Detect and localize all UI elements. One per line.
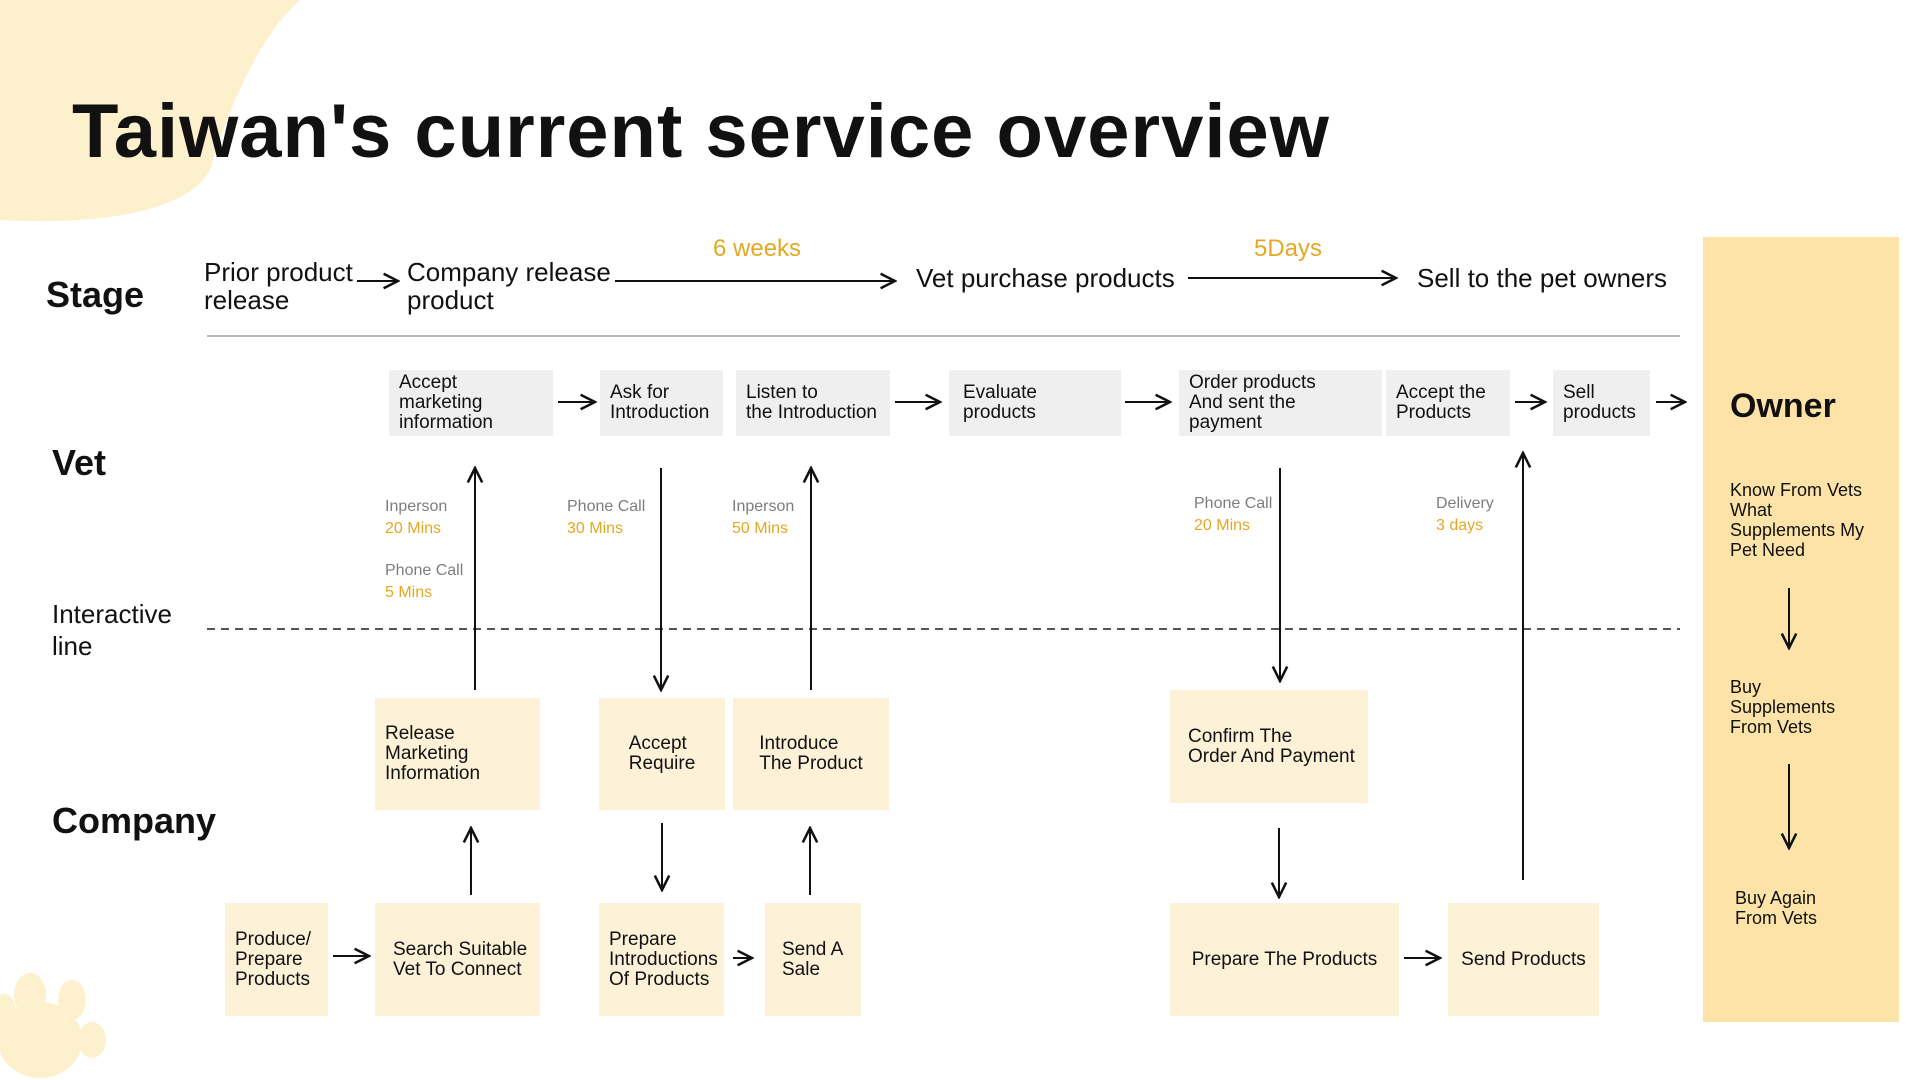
company-step-box: Send A Sale [765, 903, 861, 1016]
stage-vet-purchase: Vet purchase products [916, 263, 1175, 293]
company-step-box: Introduce The Product [733, 698, 889, 810]
vet-step-box: Accept marketing information [389, 370, 553, 436]
lane-label-stage: Stage [46, 274, 145, 315]
stage-company-release: Company release product [407, 257, 611, 315]
vet-step-box: Evaluate products [949, 370, 1121, 436]
owner-step: Buy Supplements From Vets [1730, 677, 1836, 737]
lane-label-vet: Vet [52, 442, 107, 483]
owner-panel [1703, 237, 1899, 1022]
company-step-box: Accept Require [599, 698, 725, 810]
company-step-box: Release Marketing Information [375, 698, 540, 810]
page-title: Taiwan's current service overview [72, 89, 1330, 174]
company-step-box: Prepare The Products [1170, 903, 1399, 1016]
owner-title: Owner [1730, 387, 1836, 425]
paw-print-icon [0, 973, 106, 1078]
vet-step-box: Accept the Products [1386, 370, 1510, 436]
owner-step: Know From Vets What Supplements My Pet N… [1730, 480, 1865, 560]
owner-step: Buy Again From Vets [1735, 888, 1818, 928]
company-step-box: Produce/ Prepare Products [225, 903, 328, 1016]
vet-step-box: Sell products [1553, 370, 1650, 436]
company-step-box: Send Products [1448, 903, 1599, 1016]
stage-prior-release: Prior product release [204, 257, 353, 315]
duration-label: 6 weeks [713, 235, 802, 262]
lane-label-company: Company [52, 800, 217, 841]
lane-label-interactive-line: Interactive line [52, 599, 172, 661]
vet-step-box: Ask for Introduction [600, 370, 723, 436]
corner-blob [0, 0, 300, 222]
duration-label: 5Days [1254, 235, 1323, 262]
company-step-box: Prepare Introductions Of Products [599, 903, 724, 1016]
stage-sell: Sell to the pet owners [1417, 263, 1668, 293]
company-step-box: Search Suitable Vet To Connect [375, 903, 540, 1016]
company-step-box: Confirm The Order And Payment [1170, 690, 1368, 803]
vet-step-box: Order products And sent the payment [1179, 370, 1382, 436]
vet-step-box: Listen to the Introduction [736, 370, 890, 436]
